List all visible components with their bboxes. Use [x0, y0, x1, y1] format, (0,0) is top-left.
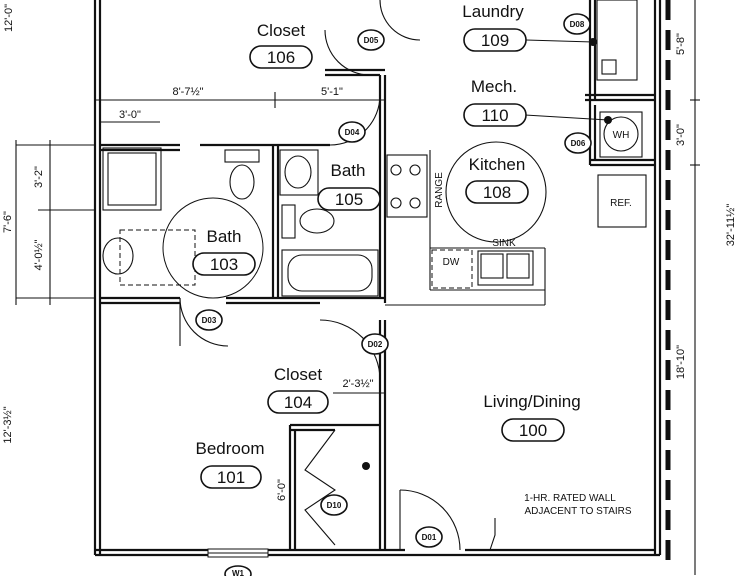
range-label: RANGE [434, 172, 445, 208]
fixture-labels: WH REF. RANGE DW SINK [434, 130, 632, 268]
room-name-living-dining: Living/Dining [483, 392, 580, 411]
room-name-kitchen: Kitchen [469, 155, 526, 174]
room-name-laundry: Laundry [462, 2, 524, 21]
dimension-lines [15, 0, 700, 575]
room-labels: Closet 106 Laundry 109 Mech. 110 Bath 10… [192, 2, 581, 489]
room-number-110: 110 [481, 106, 508, 125]
dim-3-0-right: 3'-0" [675, 124, 687, 146]
interior-walls [100, 0, 655, 550]
door-tag-d03: D03 [202, 316, 217, 325]
dim-2-3: 2'-3½" [342, 378, 373, 390]
room-number-104: 104 [284, 393, 312, 412]
wall-note: 1-HR. RATED WALL ADJACENT TO STAIRS [524, 493, 632, 517]
dim-6-0: 6'-0" [276, 479, 288, 501]
door-tag-d02: D02 [368, 340, 383, 349]
note-line-1: 1-HR. RATED WALL [524, 493, 616, 504]
sink-label: SINK [492, 238, 516, 249]
room-name-closet-106: Closet [257, 21, 305, 40]
dim-3-0-top: 3'-0" [119, 109, 141, 121]
note-line-2: ADJACENT TO STAIRS [524, 506, 631, 517]
dim-32-11: 32'-11½" [725, 204, 737, 247]
dim-8-7: 8'-7½" [172, 86, 203, 98]
exterior-walls [93, 0, 671, 560]
dimension-labels: 12'-0" 7'-6" 3'-2" 4'-0½" 12'-3½" 8'-7½"… [2, 4, 737, 501]
dim-3-2: 3'-2" [33, 166, 45, 188]
dishwasher-label: DW [443, 257, 460, 268]
fixtures [102, 0, 647, 546]
room-name-closet-104: Closet [274, 365, 322, 384]
dim-5-8: 5'-8" [675, 33, 687, 55]
room-number-109: 109 [481, 31, 509, 50]
room-name-bath-103: Bath [207, 227, 242, 246]
door-tags: D05 D08 D04 D06 D03 D02 D10 D01 W1 [195, 13, 592, 576]
door-tag-d10: D10 [327, 501, 342, 510]
dim-4-0: 4'-0½" [33, 239, 45, 270]
dim-18-10: 18'-10" [675, 345, 687, 379]
door-swings [162, 0, 547, 551]
room-number-108: 108 [483, 183, 511, 202]
room-number-105: 105 [335, 190, 363, 209]
room-number-100: 100 [519, 421, 547, 440]
dim-5-1: 5'-1" [321, 86, 343, 98]
door-tag-d08: D08 [570, 20, 585, 29]
door-tag-d06: D06 [571, 139, 586, 148]
room-name-mech: Mech. [471, 77, 517, 96]
room-number-106: 106 [267, 48, 295, 67]
door-tag-d01: D01 [422, 533, 437, 542]
dim-7-6: 7'-6" [2, 211, 14, 233]
room-name-bedroom: Bedroom [196, 439, 265, 458]
room-number-103: 103 [210, 255, 238, 274]
refrigerator-label: REF. [610, 198, 632, 209]
room-number-101: 101 [217, 468, 245, 487]
window-tag-w1: W1 [232, 569, 245, 576]
water-heater-label: WH [613, 130, 630, 141]
dim-top-left: 12'-0" [3, 4, 15, 32]
door-tag-d05: D05 [364, 36, 379, 45]
dim-12-3: 12'-3½" [2, 406, 14, 443]
door-tag-d04: D04 [345, 128, 360, 137]
room-name-bath-105: Bath [331, 161, 366, 180]
